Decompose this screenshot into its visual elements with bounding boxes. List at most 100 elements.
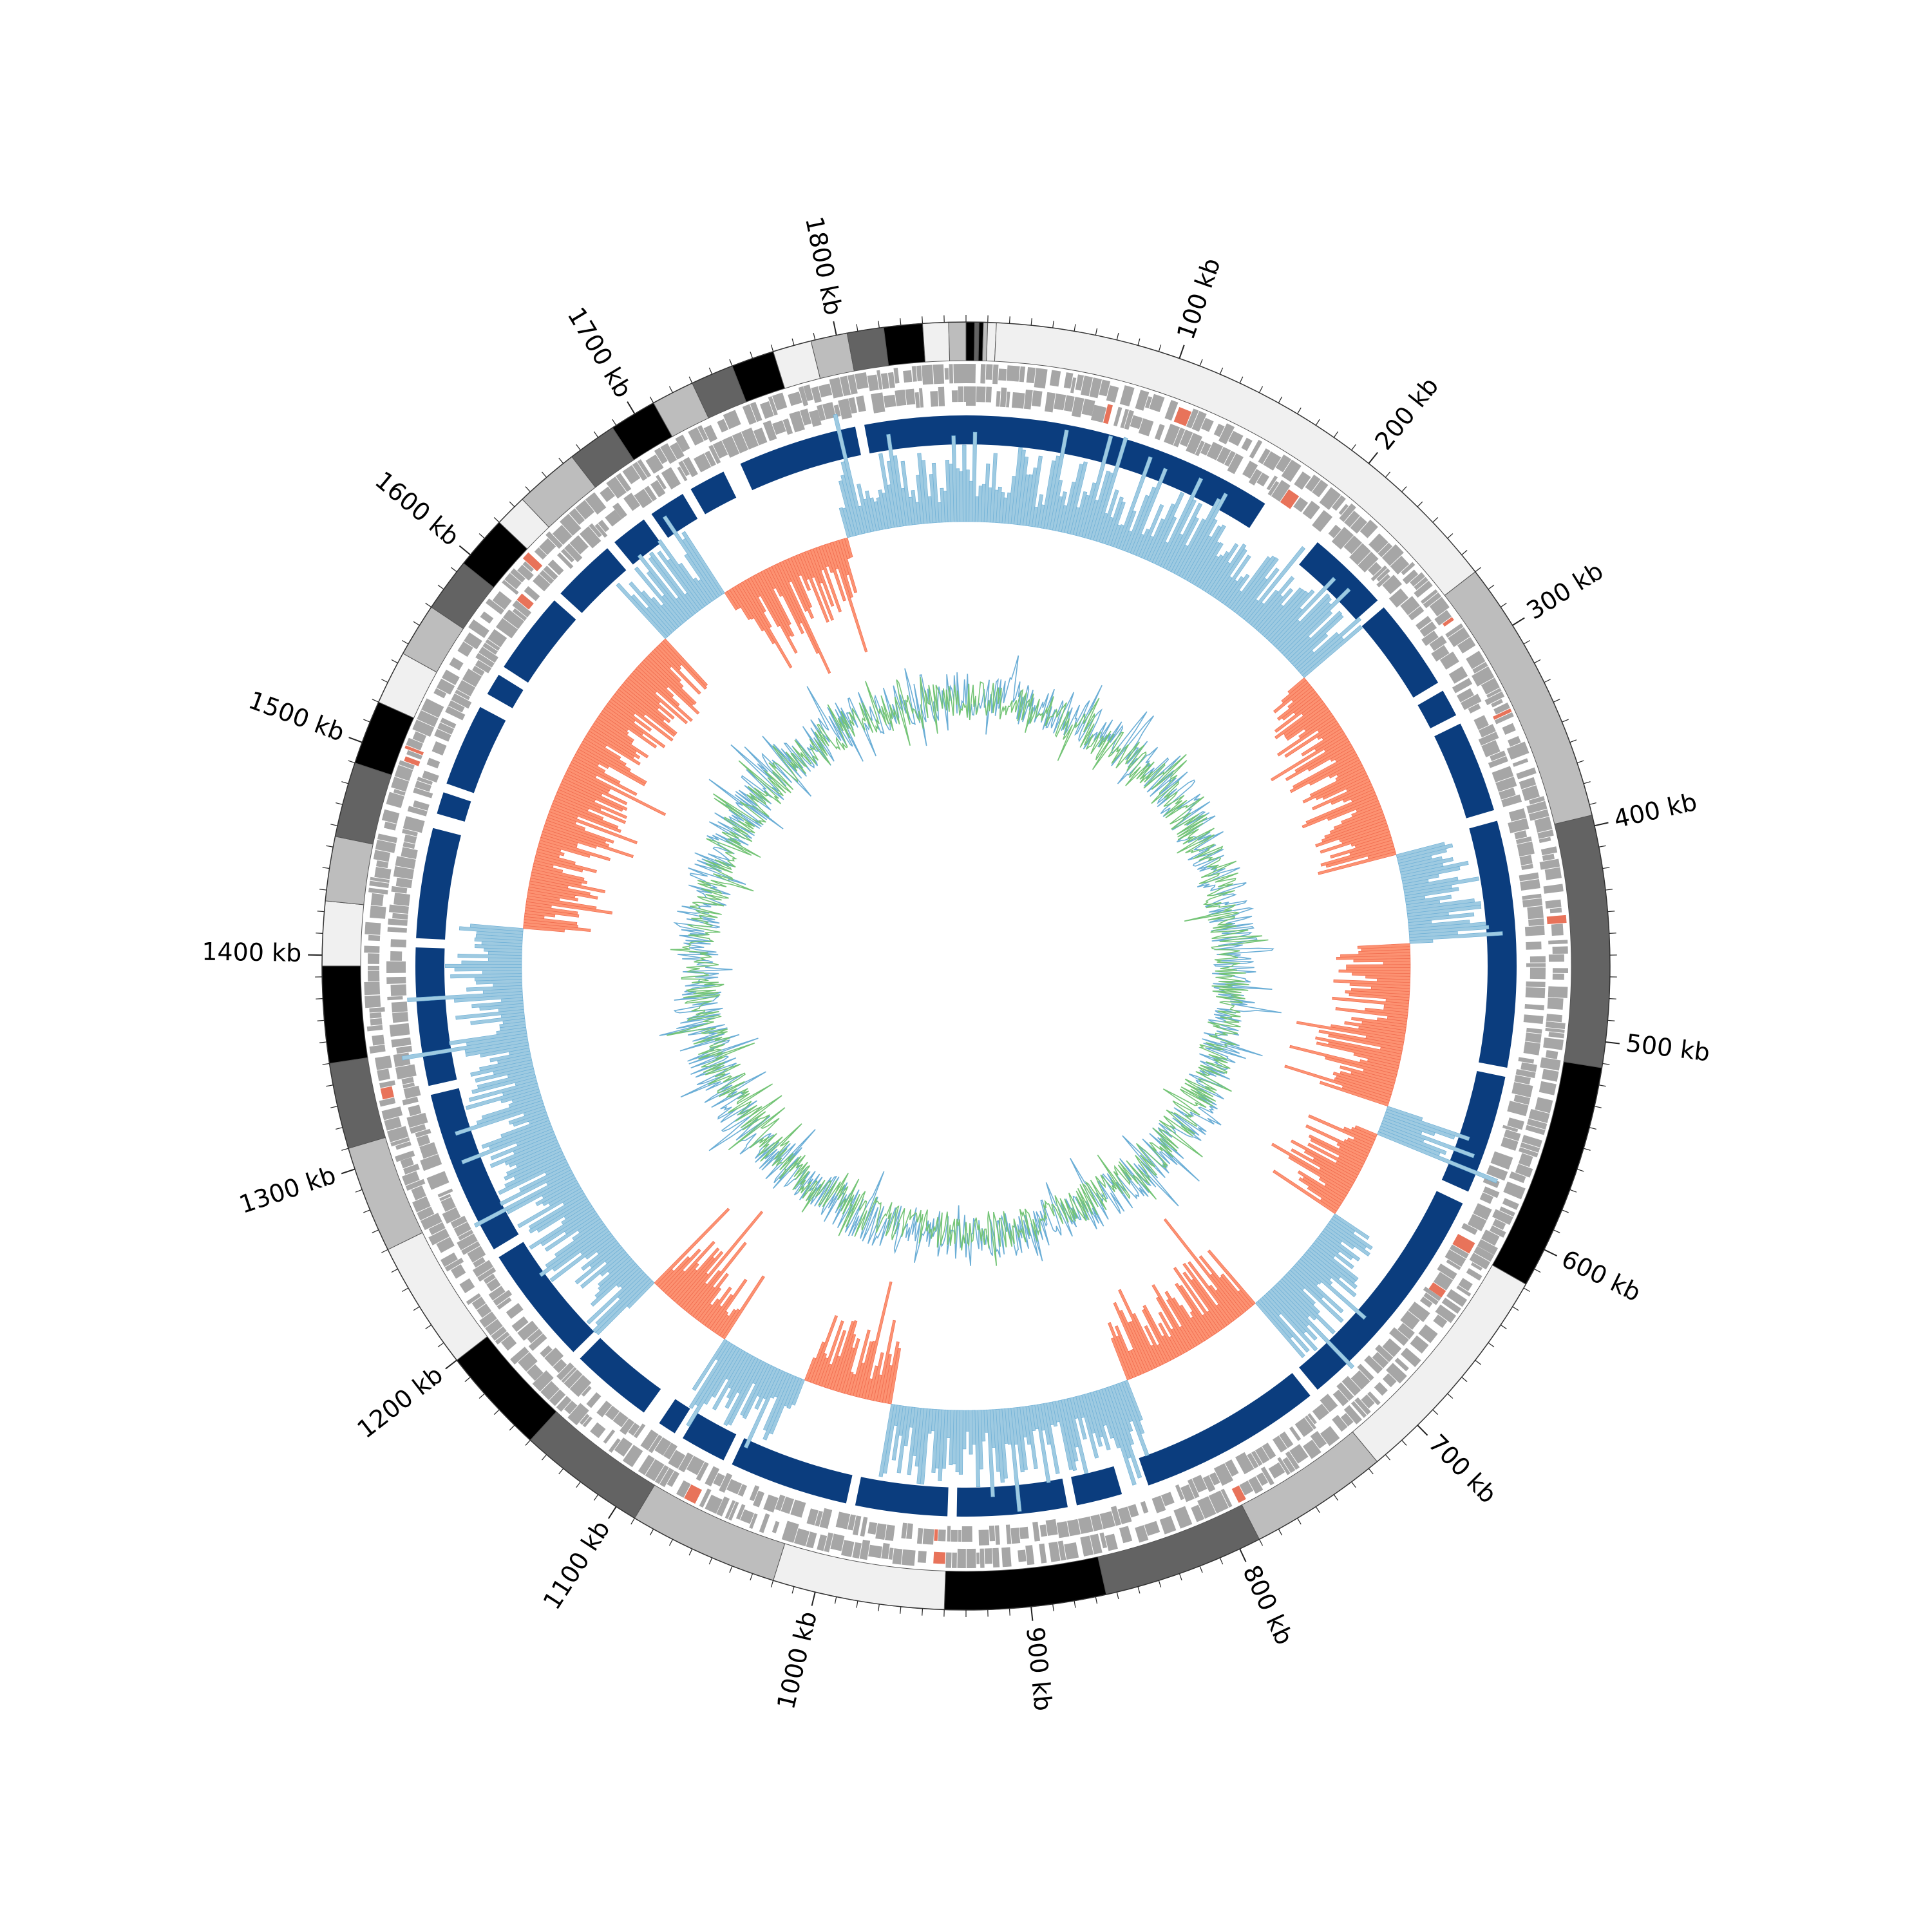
minor-tick xyxy=(922,1608,923,1616)
major-tick xyxy=(1417,1425,1428,1436)
gene-feature xyxy=(1154,424,1165,440)
gene-feature xyxy=(1294,1417,1314,1437)
gene-feature xyxy=(1519,855,1533,866)
minor-tick xyxy=(391,659,398,664)
gene-feature xyxy=(1492,1209,1513,1226)
gene-feature xyxy=(1552,946,1568,954)
gene-feature xyxy=(1501,1137,1519,1151)
gene-feature xyxy=(1364,1355,1383,1374)
gene-feature xyxy=(1420,1296,1433,1308)
gene-feature xyxy=(1473,1203,1492,1220)
gene-feature xyxy=(1280,489,1300,509)
gene-feature xyxy=(1527,905,1544,920)
minor-tick xyxy=(1351,1481,1356,1488)
minor-tick xyxy=(668,386,674,393)
gene-feature xyxy=(1526,981,1546,988)
gene-feature xyxy=(540,1381,560,1401)
gene-feature xyxy=(1173,1506,1193,1529)
gene-feature xyxy=(1312,510,1333,532)
minor-tick xyxy=(729,1566,733,1573)
gene-feature xyxy=(1514,830,1528,840)
gene-feature xyxy=(441,669,460,685)
gene-feature xyxy=(390,951,402,961)
gene-feature xyxy=(1449,1244,1469,1259)
gene-feature xyxy=(790,1499,806,1518)
gene-feature xyxy=(781,1496,795,1514)
tick-label: 1400 kb xyxy=(202,937,302,967)
gene-feature xyxy=(1368,562,1382,576)
gene-feature xyxy=(386,961,406,974)
gene-feature xyxy=(1526,1027,1542,1034)
gene-feature xyxy=(1140,1501,1149,1514)
gene-feature xyxy=(510,1347,529,1365)
gene-feature xyxy=(1544,867,1562,880)
gene-feature xyxy=(379,1097,396,1107)
gene-feature xyxy=(938,1529,946,1542)
gene-feature xyxy=(545,531,563,549)
gene-feature xyxy=(1429,596,1450,617)
gene-feature xyxy=(1506,741,1530,760)
gene-feature xyxy=(375,839,397,853)
major-tick xyxy=(1239,1548,1247,1562)
gene-feature xyxy=(1542,1068,1559,1082)
gene-feature xyxy=(788,391,802,406)
gene-feature xyxy=(1400,596,1420,616)
gene-feature xyxy=(414,781,431,792)
gene-feature xyxy=(1382,1373,1397,1388)
gene-feature xyxy=(1414,576,1428,591)
gene-feature xyxy=(1448,627,1470,647)
synteny-block xyxy=(580,1338,661,1413)
gene-feature xyxy=(1525,987,1546,999)
gene-feature xyxy=(772,1520,780,1533)
gene-feature xyxy=(1410,572,1426,587)
gene-feature xyxy=(512,600,532,618)
minor-tick xyxy=(1432,517,1439,523)
minor-tick xyxy=(402,639,409,645)
gene-feature xyxy=(1090,1514,1103,1531)
gene-feature xyxy=(1461,694,1482,710)
gene-feature xyxy=(1518,1057,1535,1064)
gene-feature xyxy=(1540,846,1558,856)
gene-feature xyxy=(749,1513,758,1530)
gene-feature xyxy=(539,538,556,555)
gene-feature xyxy=(426,757,440,769)
minor-tick xyxy=(326,1084,334,1087)
minor-tick xyxy=(1475,1359,1481,1365)
tick-label: 1200 kb xyxy=(352,1360,448,1444)
gene-feature xyxy=(369,1012,382,1019)
gene-feature xyxy=(1057,1540,1066,1561)
gene-feature xyxy=(732,431,748,453)
gene-feature xyxy=(381,809,400,824)
gene-feature xyxy=(1135,1525,1149,1543)
gene-feature xyxy=(1539,858,1560,870)
minor-tick xyxy=(1583,781,1591,784)
gene-feature xyxy=(1486,1165,1508,1181)
gene-feature xyxy=(1526,941,1542,950)
gene-feature xyxy=(445,706,466,721)
gene-feature xyxy=(634,489,653,509)
gene-feature xyxy=(1495,776,1517,792)
gene-feature xyxy=(1173,407,1192,426)
gene-feature xyxy=(1011,392,1025,409)
gene-feature xyxy=(1378,542,1393,558)
minor-tick xyxy=(1562,1209,1569,1213)
synteny-block xyxy=(446,706,506,793)
minor-tick xyxy=(1512,1306,1519,1311)
gene-feature xyxy=(462,668,482,687)
gene-feature xyxy=(966,1548,976,1568)
gene-feature xyxy=(1402,569,1419,585)
gene-feature xyxy=(806,1531,817,1549)
gene-feature xyxy=(473,1257,486,1268)
gene-feature xyxy=(1034,368,1048,389)
minor-tick xyxy=(1607,911,1615,913)
minor-tick xyxy=(322,1063,330,1065)
gene-feature xyxy=(1452,1233,1475,1254)
gene-feature xyxy=(817,1534,828,1551)
gene-feature xyxy=(1388,588,1409,608)
gene-feature xyxy=(393,893,411,906)
gene-feature xyxy=(1032,1521,1041,1542)
gene-feature xyxy=(406,1112,428,1128)
gene-feature xyxy=(1191,1504,1205,1522)
gene-feature xyxy=(985,364,993,380)
gene-feature xyxy=(976,386,986,402)
